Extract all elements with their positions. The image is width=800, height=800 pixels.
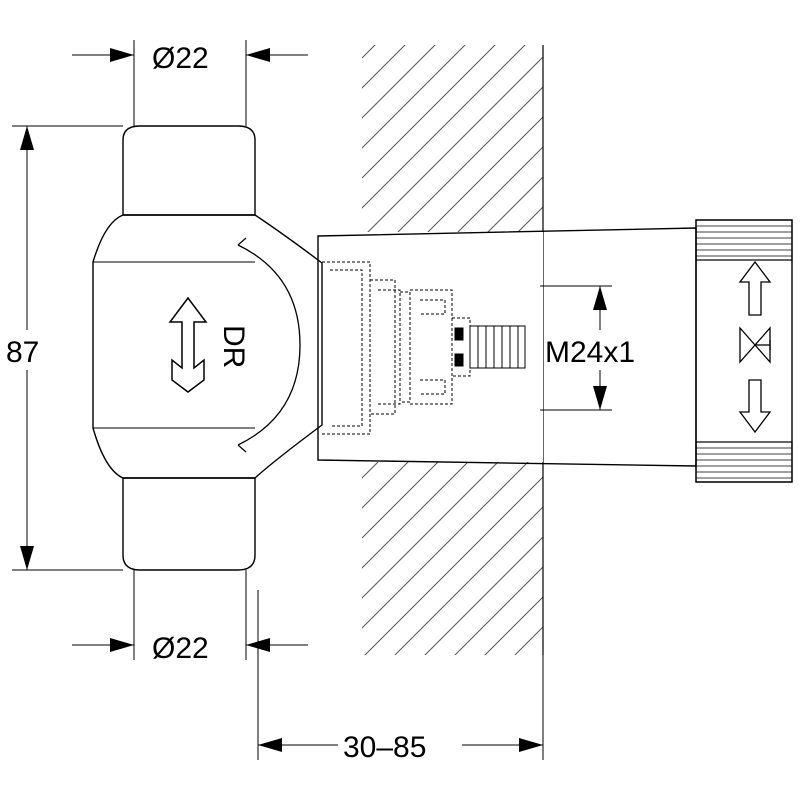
body-marking-text: DR — [217, 325, 250, 368]
top-diameter-dimension — [72, 40, 308, 126]
thread-dimension — [540, 285, 666, 411]
top-diameter-label: Ø22 — [152, 42, 209, 75]
thread-label: M24x1 — [545, 336, 635, 369]
height-dimension — [4, 125, 123, 571]
flow-symbol — [738, 260, 772, 434]
spindle — [454, 325, 526, 369]
bottom-diameter-dimension — [72, 570, 308, 660]
extension-box — [317, 219, 793, 483]
flow-direction-arrow — [168, 296, 208, 393]
height-label: 87 — [6, 336, 39, 369]
valve-body — [92, 125, 323, 571]
wall-depth-dimension — [257, 590, 544, 765]
bottom-diameter-label: Ø22 — [152, 632, 209, 665]
wall-depth-label: 30–85 — [343, 731, 426, 764]
internal-cartridge — [322, 261, 471, 435]
